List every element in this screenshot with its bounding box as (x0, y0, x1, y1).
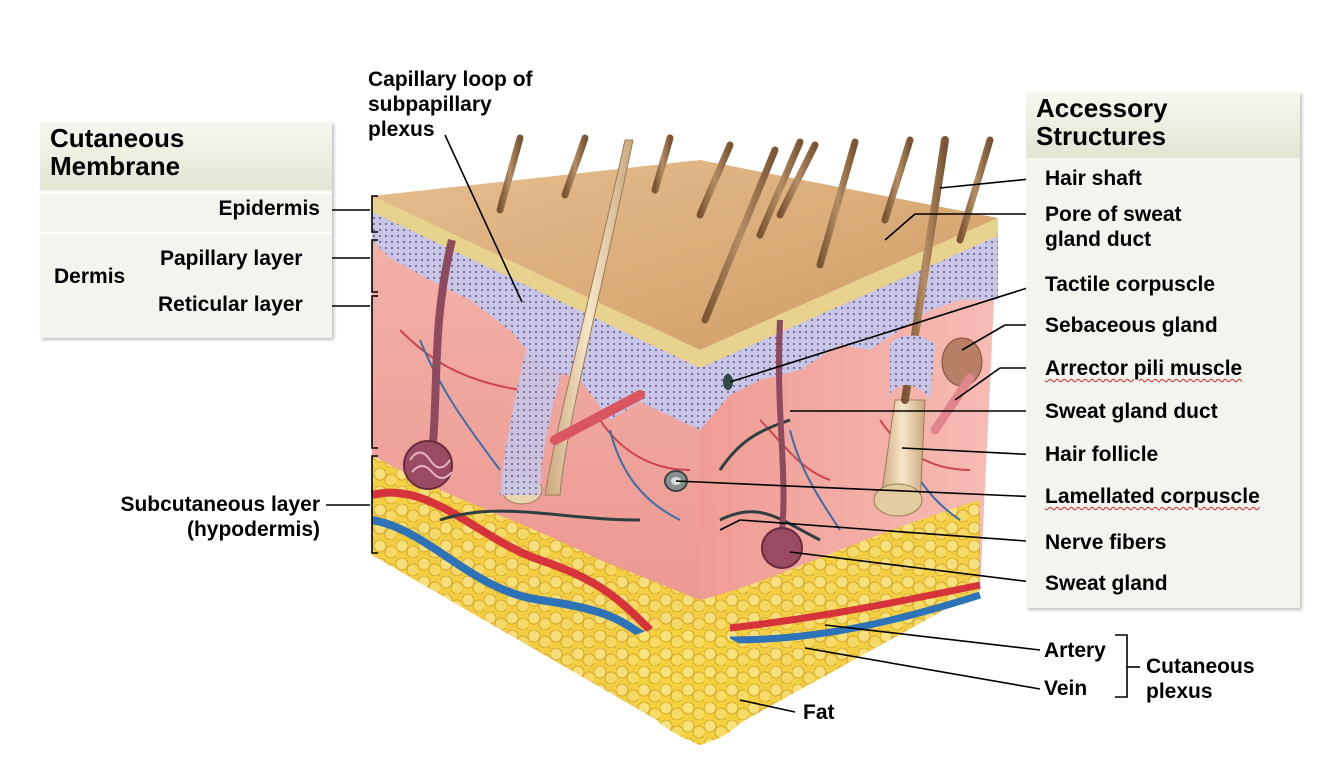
reticular-layer-label: Reticular layer (158, 293, 303, 316)
tactile-corpuscle (723, 374, 733, 390)
cutaneous-membrane-title: Cutaneous Membrane (40, 122, 332, 190)
vein-label: Vein (1044, 677, 1088, 700)
capillaries-blue (419, 339, 961, 531)
tactile-corpuscle-label: Tactile corpuscle (1045, 273, 1216, 296)
fat-label: Fat (803, 701, 835, 724)
pore-label: Pore of sweat gland duct (1045, 203, 1182, 251)
lamellated-corpuscle-label: Lamellated corpuscle (1045, 485, 1260, 508)
left-follicle-sheath (500, 300, 580, 495)
fat-right (700, 500, 980, 745)
sebaceous-gland-label: Sebaceous gland (1045, 314, 1218, 337)
cutaneous-membrane-panel: Cutaneous Membrane (40, 122, 332, 338)
epidermis-row (40, 192, 332, 234)
left-arrector-muscle (550, 390, 645, 445)
hair-follicle-label: Hair follicle (1045, 443, 1159, 466)
capillary-loop-label: Capillary loop of subpapillary plexus (368, 68, 533, 141)
epidermis-label: Epidermis (218, 197, 320, 220)
vein-right (729, 591, 982, 644)
sebaceous-gland (941, 337, 983, 387)
artery-right (729, 581, 981, 632)
papillary-layer-label: Papillary layer (160, 247, 303, 270)
accessory-structures-panel: Accessory Structures (1026, 92, 1300, 608)
sweat-gland-label: Sweat gland (1045, 572, 1168, 595)
nerve-fibers-label: Nerve fibers (1045, 531, 1167, 554)
right-follicle-sheath (890, 335, 935, 400)
skin-surface (372, 160, 998, 350)
cutaneous-plexus-label: Cutaneous plexus (1146, 655, 1255, 703)
right-sweat-coil (761, 527, 803, 569)
right-hair-bulb (873, 483, 923, 517)
dermis-row (40, 232, 332, 340)
artery-left (371, 488, 653, 633)
vein-left (371, 516, 653, 644)
accessory-structures-title: Accessory Structures (1026, 92, 1300, 158)
subcutaneous-layer-label: Subcutaneous layer (hypodermis) (120, 493, 320, 541)
capillaries-red (399, 329, 971, 481)
left-follicle (544, 139, 634, 496)
sweat-gland-duct-label: Sweat gland duct (1045, 400, 1218, 423)
right-arrector-muscle (930, 373, 975, 435)
arrector-pili-label: Arrector pili muscle (1045, 357, 1243, 380)
hair-shaft-label: Hair shaft (1045, 167, 1142, 190)
stratum-corneum-left (372, 196, 700, 368)
artery-label: Artery (1044, 639, 1106, 662)
dermis-label: Dermis (54, 265, 126, 288)
fat-front (624, 626, 762, 745)
surface-hairs (496, 134, 994, 324)
